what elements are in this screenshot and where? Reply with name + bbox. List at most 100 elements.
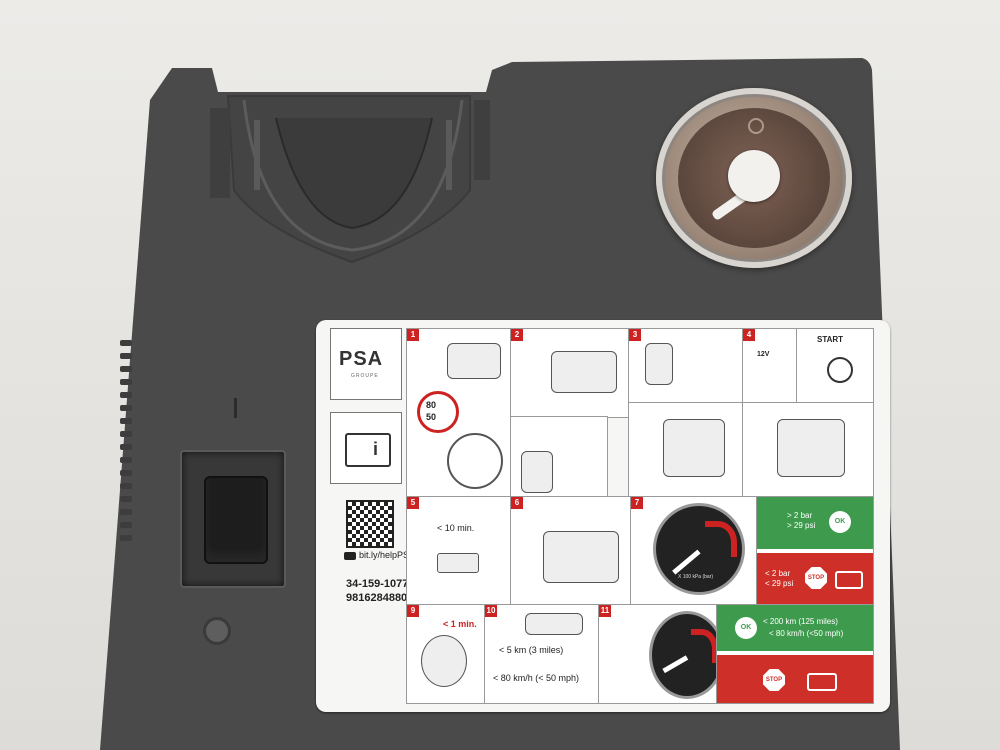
call-assistance-icon — [835, 571, 863, 589]
brand-subtitle: GROUPE — [351, 373, 379, 379]
pressure-ok-box: > 2 bar > 29 psi OK — [757, 497, 873, 549]
call-assistance-icon — [807, 673, 837, 691]
ignition-key-icon — [827, 357, 853, 383]
manual-info-icon: i — [330, 412, 402, 484]
book-icon — [345, 433, 391, 467]
inflate-time: < 1 min. — [443, 619, 477, 629]
step-number: 11 — [599, 605, 611, 617]
dial-red-zone — [705, 521, 737, 557]
compressor-on-tire-illustration — [663, 419, 725, 477]
help-url[interactable]: bit.ly/helpPSA — [344, 550, 415, 560]
gauge-hub — [728, 150, 780, 202]
step-5-panel: 5 < 10 min. — [406, 496, 512, 606]
vent-slot — [120, 522, 132, 528]
max-distance: < 200 km (125 miles) — [763, 617, 838, 626]
vent-slot — [120, 444, 132, 450]
vent-slot — [120, 392, 132, 398]
dial-red-zone — [690, 628, 718, 663]
step-2-panel: 2 — [510, 328, 630, 418]
stop-driving-box: STOP — [717, 655, 873, 703]
step-4-start-panel: START — [796, 328, 874, 404]
drive-distance: < 5 km (3 miles) — [499, 645, 564, 655]
compressor-hose-illustration — [543, 531, 619, 583]
compressor-running-illustration — [777, 419, 845, 477]
vent-slot — [120, 457, 132, 463]
step-7-panel: 7 X 100 kPa (bar) — [630, 496, 758, 606]
step-number: 2 — [511, 329, 523, 341]
step-8-panel: 8 > 2 bar > 29 psi OK < 2 bar < 29 psi S… — [756, 496, 874, 606]
step-number: 6 — [511, 497, 523, 509]
speed-limit-sign: 80 50 — [417, 391, 459, 433]
pressure-low-psi: < 29 psi — [765, 579, 794, 588]
step-number: 1 — [407, 329, 419, 341]
pressure-gauge — [656, 88, 852, 268]
vent-slot — [120, 535, 132, 541]
vent-slot — [120, 366, 132, 372]
instruction-label: PSA GROUPE i bit.ly/helpPSA 34-159-1077 … — [316, 320, 890, 712]
gauge-mark — [748, 118, 764, 134]
step-number: 4 — [743, 329, 755, 341]
speed-value-1: 80 — [426, 400, 437, 410]
step-number: 7 — [631, 497, 643, 509]
power-switch[interactable] — [206, 478, 266, 562]
vent-slot — [120, 418, 132, 424]
pressure-dial-icon — [649, 611, 725, 699]
vent-slot — [120, 431, 132, 437]
step-9-panel: 9 < 1 min. — [406, 604, 486, 704]
tire-detail-illustration — [421, 635, 467, 687]
step-6-panel: 6 — [510, 496, 632, 606]
vent-slot — [120, 379, 132, 385]
step-3-panel: 3 — [628, 328, 744, 404]
voltage-label: 12V — [757, 351, 770, 358]
brand-logo: PSA GROUPE — [330, 328, 402, 400]
help-url-text: bit.ly/helpPSA — [359, 550, 416, 560]
step-2b-panel — [510, 416, 608, 498]
stop-badge: STOP — [805, 567, 827, 589]
tire-valve-illustration — [521, 451, 553, 493]
kit-illustration — [447, 343, 501, 379]
vent-slot — [120, 340, 132, 346]
part-number-2: 9816284880 — [346, 592, 408, 604]
speed-value-2: 50 — [426, 412, 437, 422]
steering-wheel-illustration — [447, 433, 503, 489]
vent-slot — [120, 496, 132, 502]
sealant-bottle-illustration — [645, 343, 673, 385]
pressure-low-bar: < 2 bar — [765, 569, 791, 578]
indicator-slot — [234, 398, 237, 418]
step-11-panel: 11 — [598, 604, 725, 704]
step-number: 5 — [407, 497, 419, 509]
step-number: 10 — [485, 605, 497, 617]
step-12-panel: 12 OK < 200 km (125 miles) < 80 km/h (<5… — [716, 604, 874, 704]
max-speed: < 80 km/h (<50 mph) — [769, 629, 844, 638]
vent-slot — [120, 405, 132, 411]
dial-scale: X 100 kPa (bar) — [678, 574, 714, 580]
dial-needle — [662, 655, 689, 673]
car-illustration — [525, 613, 583, 635]
vent-slot — [120, 509, 132, 515]
step-3b-panel — [628, 402, 744, 498]
step-4-panel: 4 12V — [742, 328, 798, 404]
vent-slot — [120, 353, 132, 359]
pressure-dial-icon: X 100 kPa (bar) — [653, 503, 745, 595]
info-glyph: i — [373, 439, 379, 459]
step-10-panel: 10 < 5 km (3 miles) < 80 km/h (< 50 mph) — [484, 604, 600, 704]
qr-code[interactable] — [346, 500, 394, 548]
compressor-illustration — [551, 351, 617, 393]
vent-slot — [120, 483, 132, 489]
screw-hole — [203, 617, 231, 645]
vent-slot — [120, 470, 132, 476]
pressure-ok-bar: > 2 bar — [787, 511, 813, 520]
side-vents — [120, 340, 136, 560]
dial-needle — [672, 549, 701, 575]
drive-speed: < 80 km/h (< 50 mph) — [493, 673, 580, 683]
step-1-panel: 1 80 50 — [406, 328, 512, 498]
step-4b-panel — [742, 402, 874, 498]
pressure-stop-box: < 2 bar < 29 psi STOP — [757, 553, 873, 605]
continue-driving-box: OK < 200 km (125 miles) < 80 km/h (<50 m… — [717, 605, 873, 651]
part-number-1: 34-159-1077 — [346, 578, 409, 590]
switch-illustration — [437, 553, 479, 573]
pressure-ok-psi: > 29 psi — [787, 521, 816, 530]
drive-time: < 10 min. — [437, 523, 475, 533]
stop-badge: STOP — [763, 669, 785, 691]
